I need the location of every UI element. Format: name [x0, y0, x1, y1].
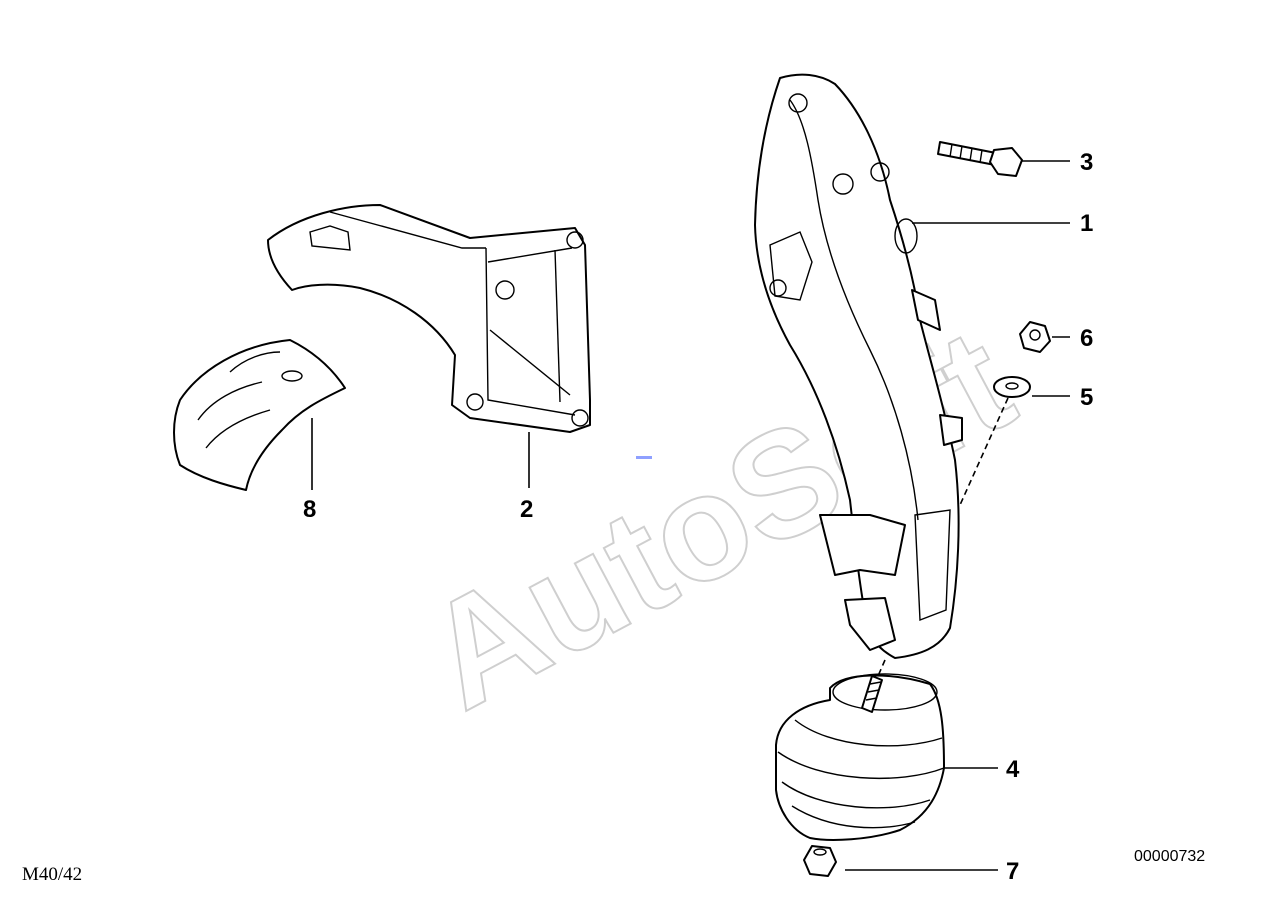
callout-2[interactable]: 2 — [520, 496, 533, 523]
callout-4[interactable]: 4 — [1006, 756, 1020, 783]
part-5-washer[interactable] — [993, 376, 1031, 398]
part-3-bolt[interactable] — [937, 141, 1023, 177]
callout-3[interactable]: 3 — [1080, 149, 1093, 176]
callout-7[interactable]: 7 — [1006, 858, 1019, 885]
part-6-nut[interactable] — [1019, 321, 1051, 353]
callout-5[interactable]: 5 — [1080, 384, 1093, 411]
part-7-nut[interactable] — [803, 845, 837, 877]
callout-1[interactable]: 1 — [1080, 210, 1093, 237]
assembly-axis-line-lower — [877, 659, 886, 677]
watermark-dash — [636, 456, 652, 459]
part-8-heat-shield[interactable] — [173, 339, 346, 491]
diagram-number: 00000732 — [1134, 848, 1206, 865]
callout-8[interactable]: 8 — [303, 496, 316, 523]
callout-6[interactable]: 6 — [1080, 325, 1093, 352]
part-4-engine-mount[interactable] — [775, 673, 945, 841]
part-1-engine-support-arm[interactable] — [754, 73, 963, 659]
model-code: M40/42 — [22, 864, 83, 885]
part-2-engine-bracket[interactable] — [267, 204, 591, 433]
